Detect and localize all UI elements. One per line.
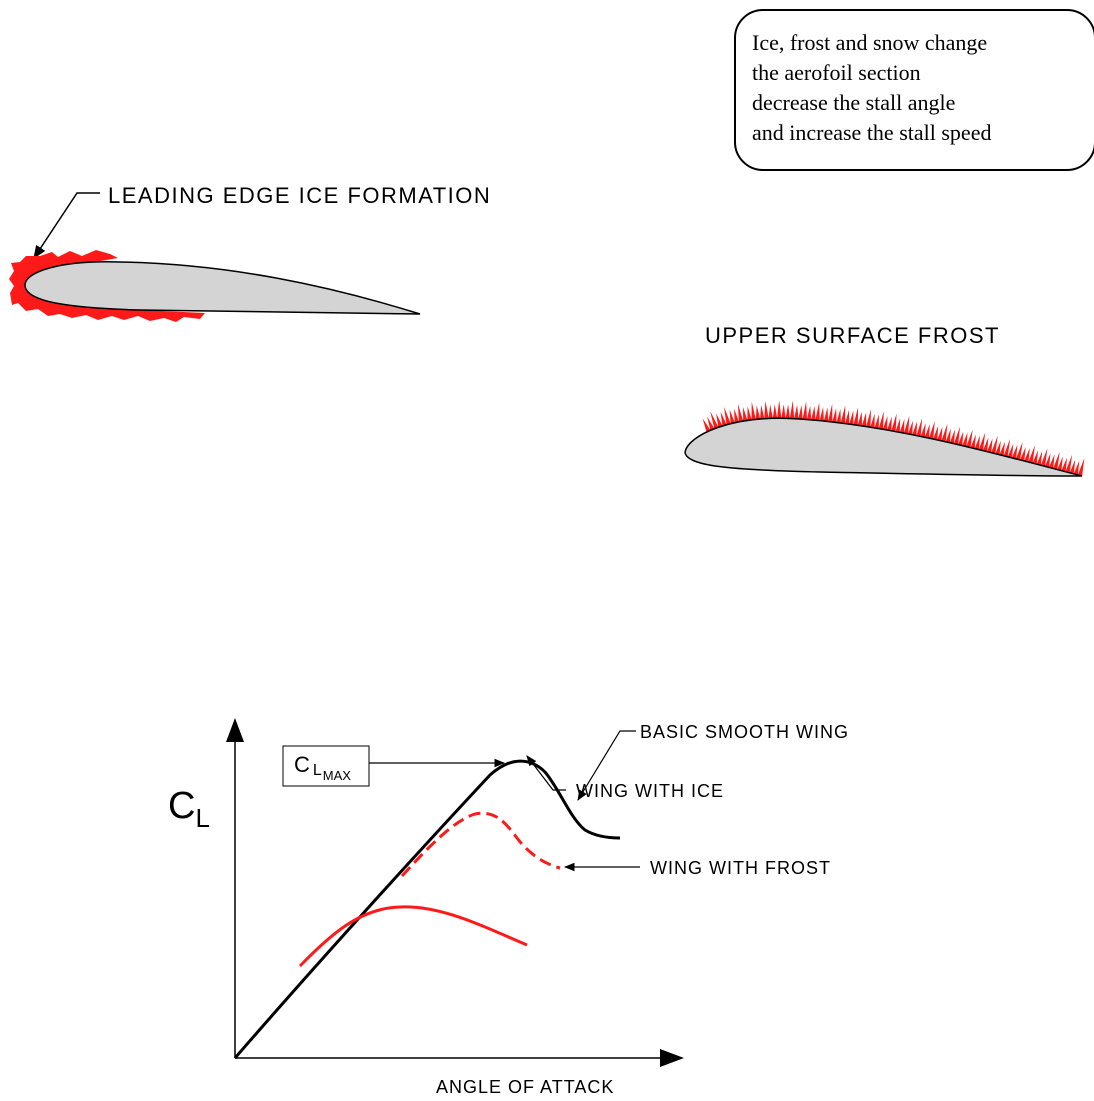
leading-edge-ice-label: LEADING EDGE ICE FORMATION [108, 183, 491, 208]
curve-wing-with-ice [298, 905, 528, 968]
note-line-2: the aerofoil section [752, 60, 921, 85]
frost-aerofoil-group: UPPER SURFACE FROST [684, 323, 1085, 477]
basic-smooth-wing-label: BASIC SMOOTH WING [640, 722, 849, 742]
wing-with-ice-label: WING WITH ICE [576, 781, 724, 801]
clmax-main: C [294, 752, 310, 777]
note-line-1: Ice, frost and snow change [752, 30, 987, 55]
curve-wing-with-frost [400, 811, 561, 878]
x-axis-label: ANGLE OF ATTACK [436, 1077, 614, 1097]
note-line-4: and increase the stall speed [752, 120, 991, 145]
x-axis-arrowhead [660, 1049, 684, 1067]
ice-leader-arrow [526, 755, 566, 791]
note-box: Ice, frost and snow change the aerofoil … [734, 9, 1094, 171]
ice-leader-arrow [33, 192, 100, 260]
curve-basic-smooth-wing [233, 759, 621, 1059]
ice-aerofoil [24, 261, 421, 315]
note-line-3: decrease the stall angle [752, 90, 955, 115]
upper-surface-frost-label: UPPER SURFACE FROST [705, 323, 1000, 348]
clmax-sub1: L [313, 762, 322, 779]
basic-leader-arrow [577, 730, 636, 801]
note-box-frame [734, 9, 1094, 171]
y-axis-arrowhead [226, 718, 244, 742]
wing-with-frost-label: WING WITH FROST [650, 858, 831, 878]
y-axis-label-sub: L [195, 803, 209, 833]
clmax-box [282, 745, 370, 787]
clmax-sub2: MAX [323, 768, 352, 783]
ice-aerofoil-group: LEADING EDGE ICE FORMATION [9, 183, 491, 322]
y-axis-label-main: C [168, 785, 195, 827]
frost-aerofoil [684, 417, 1083, 477]
y-axis-label: CL [168, 785, 210, 833]
